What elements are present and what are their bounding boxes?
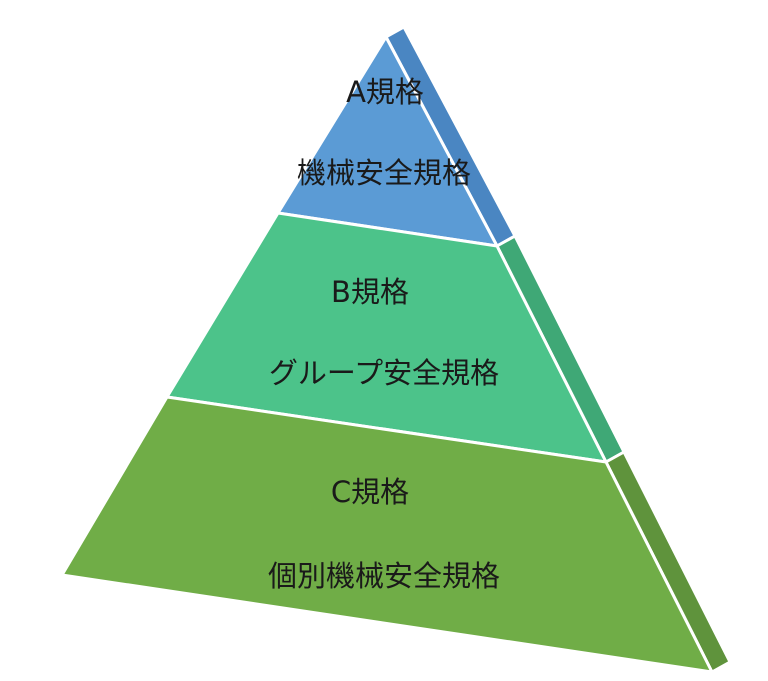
tier-a-subtitle: 機械安全規格 bbox=[297, 156, 471, 190]
tier-a: A規格 機械安全規格 bbox=[276, 25, 517, 248]
tier-a-title: A規格 bbox=[346, 75, 424, 109]
tier-c-subtitle: 個別機械安全規格 bbox=[268, 559, 500, 593]
tier-c: C規格 個別機械安全規格 bbox=[60, 395, 732, 674]
tier-c-title: C規格 bbox=[331, 475, 409, 509]
tier-b-subtitle: グループ安全規格 bbox=[269, 356, 499, 390]
tier-b: B規格 グループ安全規格 bbox=[165, 211, 626, 464]
tier-c-front bbox=[60, 395, 714, 674]
tier-b-title: B規格 bbox=[331, 275, 409, 309]
